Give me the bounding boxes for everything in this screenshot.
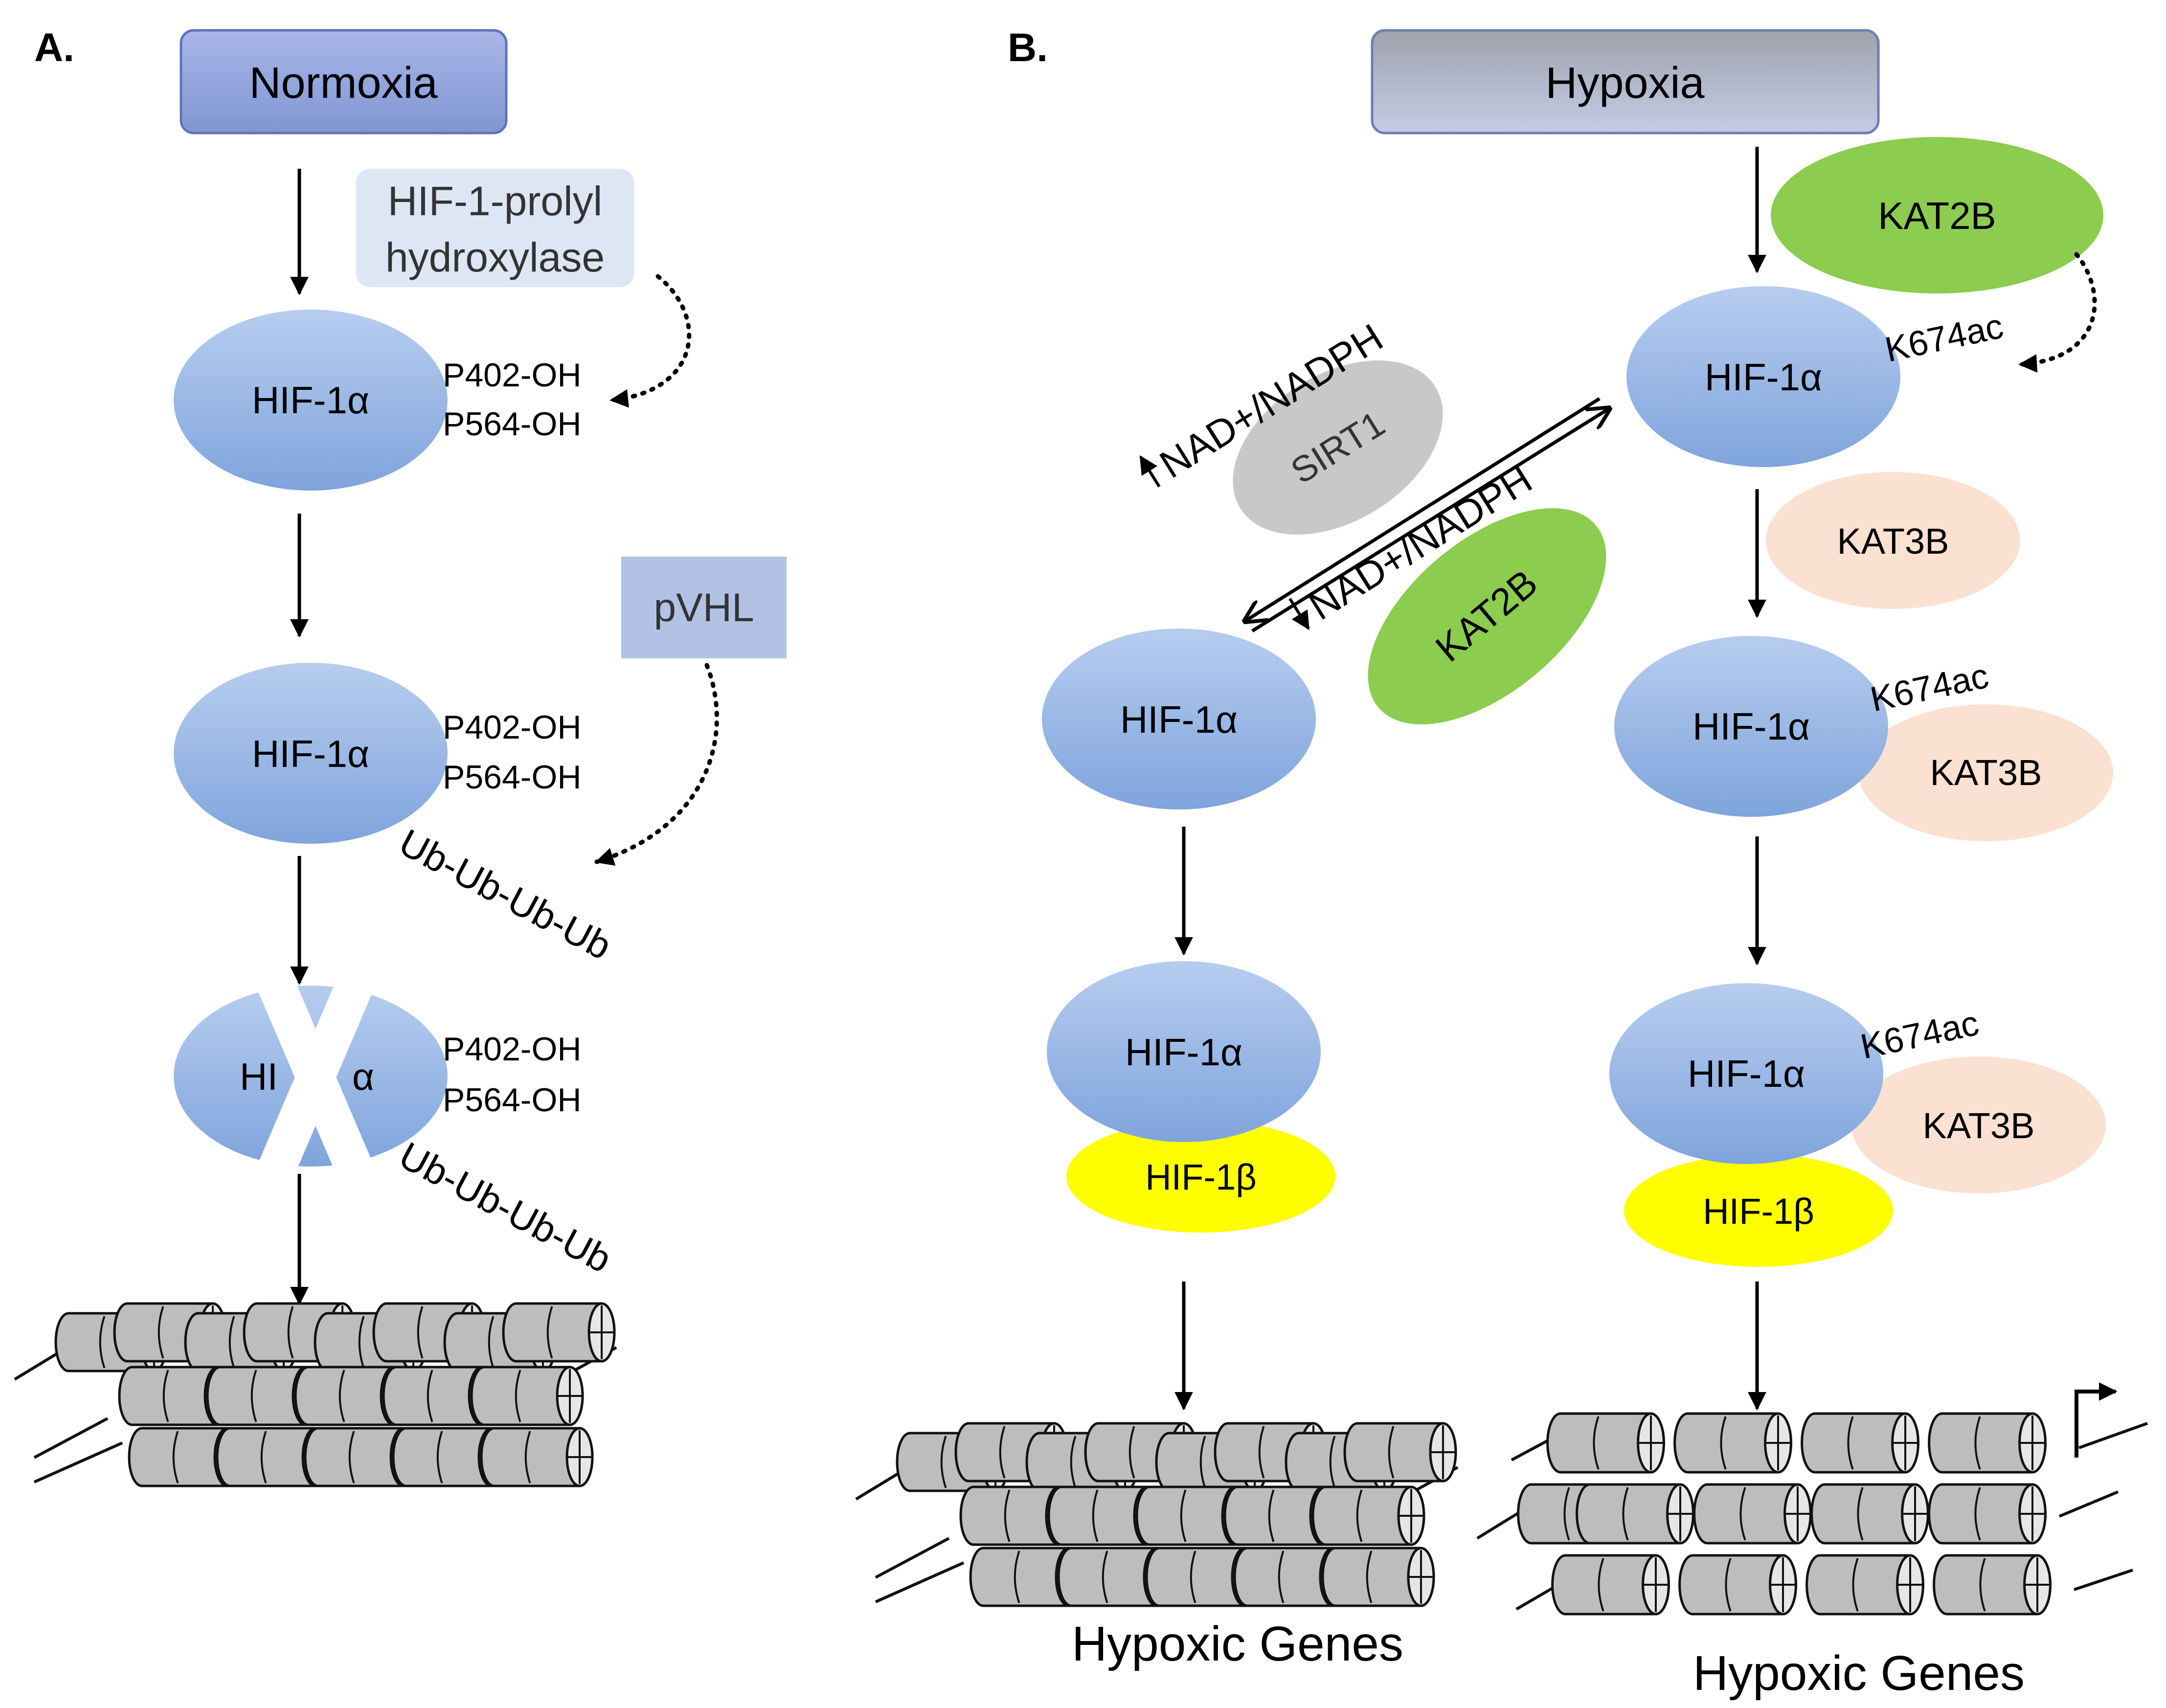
panel-a: A. Normoxia HIF-1-prolyl hydroxylase pVH… — [14, 25, 787, 1487]
hif1b-ellipse-left — [1066, 1120, 1335, 1233]
normoxia-box — [180, 29, 508, 135]
chromatin-closed-b — [855, 1422, 1459, 1607]
hif1a-ellipse-b1 — [1626, 286, 1900, 467]
nucleosome-icon — [1551, 1554, 1670, 1616]
ubiquitin-label-a3: Ub-Ub-Ub-Ub — [392, 1133, 618, 1281]
nucleosome-icon — [1321, 1547, 1435, 1607]
nucleosome-icon — [1928, 1483, 2047, 1545]
arrow-acetylation — [1251, 408, 1609, 632]
nucleosome-icon — [1801, 1412, 1919, 1474]
nucleosome-icon — [1678, 1554, 1797, 1616]
nucleosome-icon — [1805, 1554, 1924, 1616]
dna-strand — [875, 1537, 950, 1579]
kat3b-ellipse-1 — [1766, 472, 2020, 609]
hif1a-ellipse-b2 — [1614, 636, 1888, 817]
hif1a-label-a1: HIF-1α — [252, 379, 369, 422]
hif1a-ellipse-b4 — [1047, 961, 1321, 1142]
sirt1-ellipse — [1233, 360, 1443, 535]
hypoxia-label: Hypoxia — [1545, 59, 1705, 108]
nucleosome-icon — [1928, 1412, 2047, 1474]
ubiquitin-label-a2: Ub-Ub-Ub-Ub — [392, 820, 618, 968]
hypoxic-genes-right-label: Hypoxic Genes — [1693, 1646, 2025, 1701]
kat3b-ellipse-3 — [1851, 1056, 2106, 1193]
hif1a-ellipse-b3 — [1042, 629, 1316, 809]
p564-label-a1: P564-OH — [443, 405, 581, 443]
hif1a-ellipse-a1 — [174, 310, 448, 491]
chromatin-closed-a — [14, 1302, 617, 1487]
dna-strand — [33, 1417, 109, 1459]
kat3b-ellipse-2 — [1859, 704, 2113, 841]
phd-label-line2: hydroxylase — [385, 234, 605, 280]
phd-label-line1: HIF-1-prolyl — [388, 178, 603, 224]
dotted-arrow-pvhl — [594, 663, 719, 866]
kat3b-label-2: KAT3B — [1930, 752, 2042, 793]
p402-label-a2: P402-OH — [443, 709, 581, 746]
p564-label-a3: P564-OH — [443, 1081, 581, 1119]
nucleosome-icon — [1343, 1422, 1457, 1483]
hif1b-ellipse-right — [1624, 1154, 1893, 1267]
kat2b-ellipse-top — [1771, 137, 2103, 293]
dna-strand — [875, 1561, 965, 1603]
arrow-deacetylation — [1245, 397, 1601, 621]
kat2b-ellipse-middle — [1368, 508, 1606, 725]
up-arrow-icon — [1139, 455, 1161, 488]
k674ac-label-b1: K674ac — [1882, 307, 2007, 370]
dotted-arrow-kat2b — [2018, 252, 2097, 373]
hif1a-label-b4: HIF-1α — [1125, 1031, 1242, 1074]
hif1a-ellipse-b5 — [1609, 983, 1883, 1164]
dna-strand — [2058, 1490, 2119, 1518]
panel-b-letter: B. — [1008, 25, 1048, 70]
hif1a-label-b3: HIF-1α — [1120, 698, 1238, 741]
hypoxic-genes-left-label: Hypoxic Genes — [1072, 1617, 1403, 1671]
degradation-cross-icon — [257, 966, 374, 1188]
hif1a-label-a2: HIF-1α — [252, 732, 369, 775]
hypoxia-box — [1371, 29, 1880, 135]
kat2b-label-top: KAT2B — [1878, 194, 1996, 237]
hif1a-label-b5: HIF-1α — [1688, 1052, 1805, 1095]
panel-b: B. Hypoxia KAT2B SIRT1 NAD+/NADPH NAD+/N… — [855, 25, 2148, 1701]
dna-strand — [2078, 1422, 2148, 1449]
nucleosome-icon — [1810, 1483, 1929, 1545]
hif1a-label-a3-left: HI — [240, 1055, 278, 1098]
transcription-start-arrow-icon — [2075, 1382, 2118, 1458]
nucleosome-icon — [1576, 1483, 1694, 1545]
normoxia-label: Normoxia — [249, 59, 438, 108]
pvhl-label: pVHL — [654, 585, 754, 630]
hif1a-label-a3-right: α — [352, 1055, 374, 1098]
nucleosome-icon — [1311, 1485, 1425, 1546]
nucleosome-icon — [480, 1427, 594, 1487]
kat3b-label-1: KAT3B — [1837, 521, 1949, 562]
dna-strand — [2074, 1569, 2133, 1591]
nucleosome-icon — [1546, 1412, 1665, 1474]
nucleosome-icon — [1933, 1554, 2052, 1616]
hif1b-label-right: HIF-1β — [1703, 1191, 1814, 1232]
hif1b-label-left: HIF-1β — [1145, 1157, 1257, 1197]
panel-a-letter: A. — [34, 25, 74, 70]
p564-label-a2: P564-OH — [443, 759, 581, 796]
dna-strand — [33, 1441, 123, 1483]
down-arrow-icon — [1288, 598, 1310, 630]
kat3b-label-3: KAT3B — [1923, 1105, 2035, 1146]
p402-label-a3: P402-OH — [443, 1031, 581, 1068]
nucleosome-icon — [1693, 1483, 1812, 1545]
hif1a-label-b2: HIF-1α — [1692, 705, 1810, 748]
hif1a-label-b1: HIF-1α — [1705, 356, 1822, 399]
nucleosome-icon — [1673, 1412, 1792, 1474]
phd-box — [356, 169, 634, 287]
nucleosome-icon — [470, 1366, 584, 1426]
dotted-arrow-phd — [609, 274, 692, 408]
pvhl-box — [621, 557, 787, 658]
p402-label-a1: P402-OH — [443, 357, 581, 394]
chromatin-open-b — [1476, 1412, 2148, 1616]
hif1a-ellipse-a2 — [174, 663, 448, 844]
nucleosome-icon — [502, 1302, 616, 1363]
